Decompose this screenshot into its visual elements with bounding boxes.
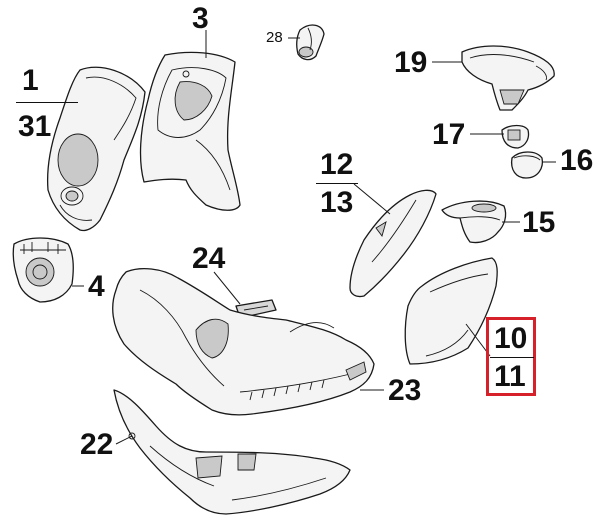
cup-part[interactable] bbox=[441, 200, 507, 244]
callout-31[interactable]: 31 bbox=[18, 110, 52, 143]
callout-divider-10-11 bbox=[490, 357, 534, 359]
callout-15[interactable]: 15 bbox=[522, 206, 556, 239]
callout-23[interactable]: 23 bbox=[388, 374, 422, 407]
callout-3[interactable]: 3 bbox=[192, 2, 209, 35]
belly-pan-part[interactable] bbox=[113, 389, 351, 515]
callout-11[interactable]: 11 bbox=[494, 360, 526, 393]
callout-19[interactable]: 19 bbox=[394, 46, 428, 79]
callout-divider-1-31 bbox=[16, 102, 78, 104]
round-cover-part[interactable] bbox=[510, 151, 544, 179]
inner-shield-part[interactable] bbox=[139, 51, 241, 211]
front-shield-part[interactable] bbox=[46, 66, 146, 232]
callout-13[interactable]: 13 bbox=[320, 186, 354, 219]
callout-4[interactable]: 4 bbox=[88, 270, 105, 303]
callout-10[interactable]: 10 bbox=[494, 322, 528, 355]
callout-1[interactable]: 1 bbox=[22, 64, 39, 97]
callout-17[interactable]: 17 bbox=[432, 118, 466, 151]
handlebar-cover-part[interactable] bbox=[461, 45, 555, 111]
connector-part[interactable] bbox=[501, 124, 530, 149]
callout-28[interactable]: 28 bbox=[266, 29, 283, 46]
callout-16[interactable]: 16 bbox=[560, 144, 594, 177]
callout-divider-12-13 bbox=[316, 183, 358, 185]
callout-12[interactable]: 12 bbox=[320, 148, 354, 181]
callout-22[interactable]: 22 bbox=[80, 428, 114, 461]
footboard-part[interactable] bbox=[112, 267, 375, 416]
highlighted-callout-box bbox=[486, 317, 536, 396]
side-fairing-part[interactable] bbox=[349, 189, 437, 298]
leader-lines bbox=[72, 30, 556, 445]
grille-housing-part[interactable] bbox=[12, 237, 74, 303]
callout-24[interactable]: 24 bbox=[192, 242, 226, 275]
knob-part[interactable] bbox=[296, 24, 325, 61]
side-panel-part[interactable] bbox=[404, 257, 498, 365]
